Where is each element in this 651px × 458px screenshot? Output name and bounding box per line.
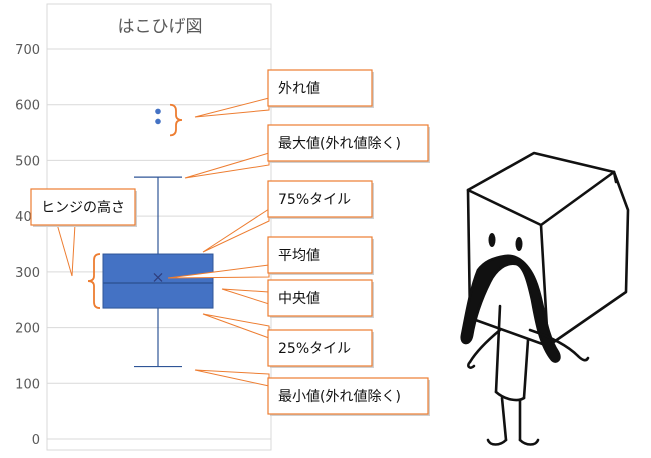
mean-marker xyxy=(153,272,163,282)
callout-label-hinge: ヒンジの高さ xyxy=(41,199,125,216)
callout-pointer-outlier xyxy=(194,97,270,118)
callout-label-median: 中央値 xyxy=(278,291,320,307)
y-tick-label: 0 xyxy=(32,433,40,448)
box-iqr xyxy=(102,253,214,309)
y-tick-label: 300 xyxy=(15,266,40,281)
chart-title: はこひげ図 xyxy=(118,17,203,37)
callout-label-min: 最小値(外れ値除く) xyxy=(278,389,401,405)
hinge-brace xyxy=(87,253,101,309)
callout-box-median xyxy=(267,279,373,317)
callout-label-mean: 平均値 xyxy=(278,248,320,264)
callout-pointer-q1 xyxy=(202,313,270,339)
callout-label-q3: 75%タイル xyxy=(278,192,351,208)
y-tick-label: 500 xyxy=(15,154,40,169)
callout-pointer-hinge xyxy=(56,223,76,277)
callout-connectors xyxy=(56,97,270,387)
callout-pointer-q3 xyxy=(202,208,270,253)
y-tick-label: 200 xyxy=(15,322,40,337)
callout-pointer-median xyxy=(221,288,270,305)
y-tick-label: 700 xyxy=(15,43,40,58)
callout-box-outlier xyxy=(267,69,373,107)
outlier-point xyxy=(155,108,161,115)
callout-box-min xyxy=(267,377,429,415)
callout-box-max xyxy=(267,124,429,162)
y-tick-label: 100 xyxy=(15,377,40,392)
outlier-brace xyxy=(169,103,183,137)
callout-box-hinge xyxy=(30,188,136,226)
y-tick-label: 600 xyxy=(15,99,40,114)
callout-box-q1 xyxy=(267,329,373,367)
callout-label-outlier: 外れ値 xyxy=(278,81,320,97)
callout-box-mean xyxy=(267,236,373,274)
cube-head-character-icon xyxy=(460,151,630,446)
callout-pointer-max xyxy=(184,152,270,179)
callout-box-q3 xyxy=(267,180,373,218)
outlier-point xyxy=(155,118,161,125)
callout-label-q1: 25%タイル xyxy=(278,341,351,357)
box-plot xyxy=(87,103,214,368)
callout-label-max: 最大値(外れ値除く) xyxy=(278,136,401,152)
